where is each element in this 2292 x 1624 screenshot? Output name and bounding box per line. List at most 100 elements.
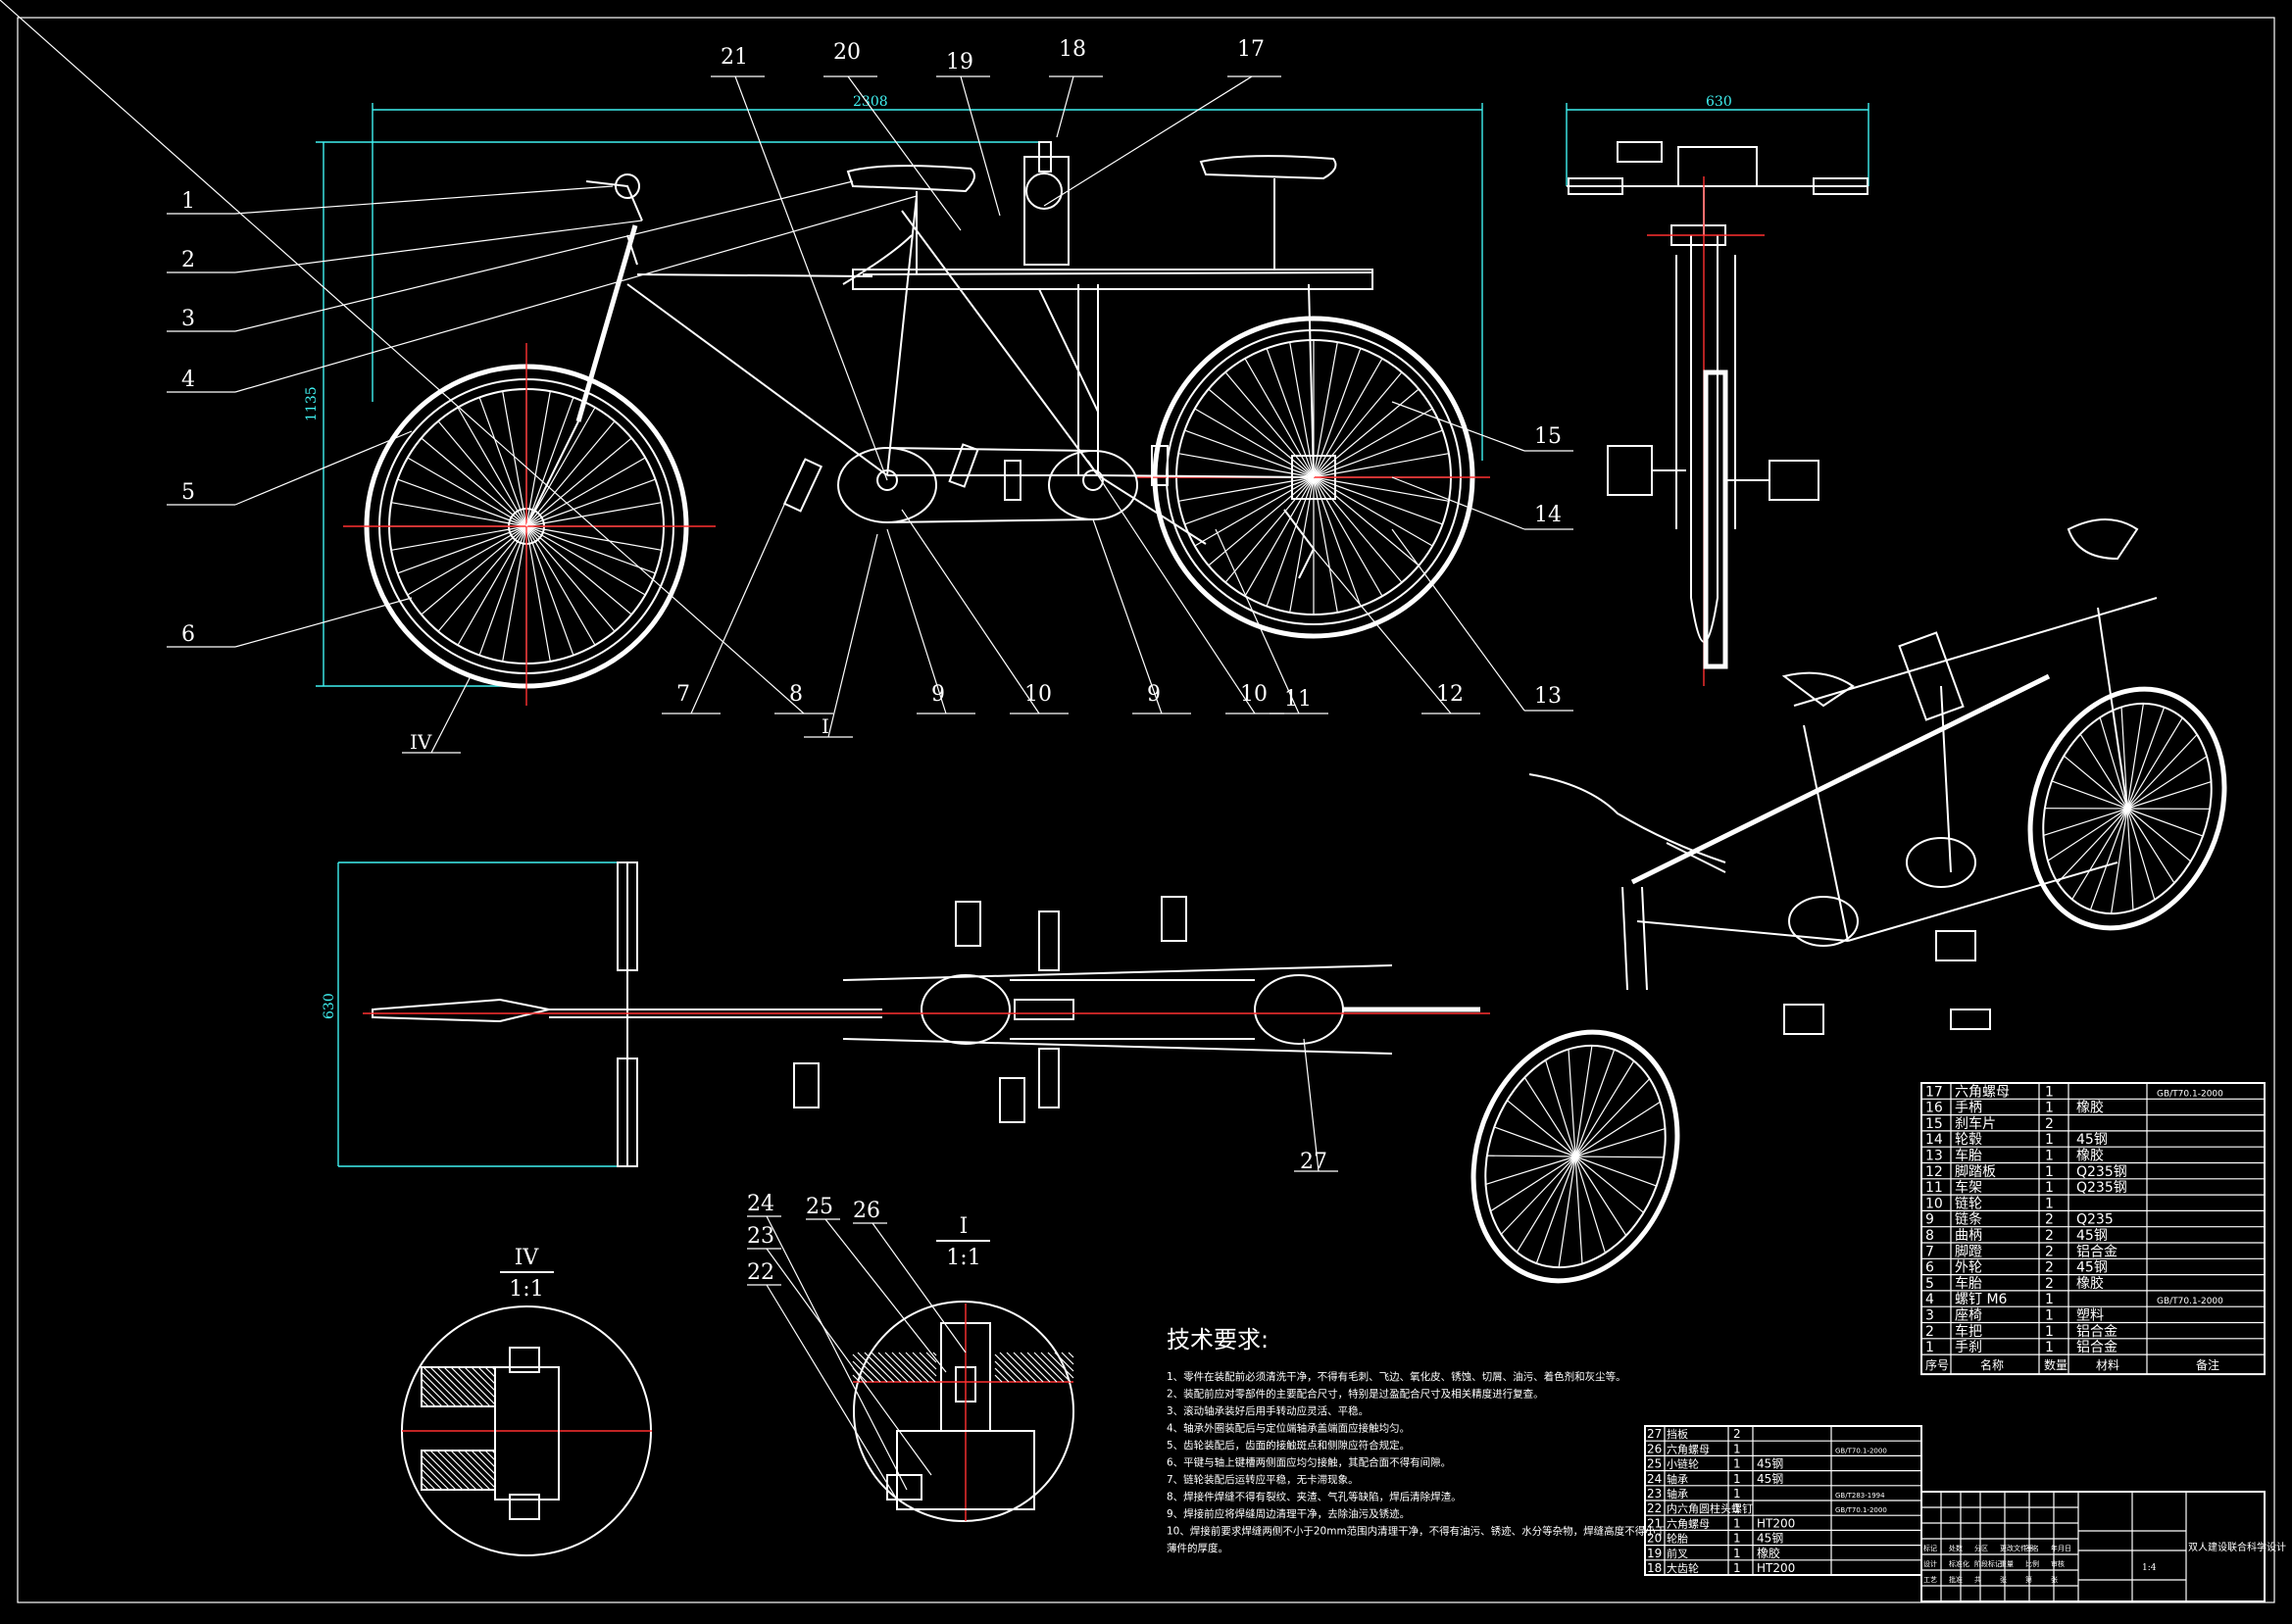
dim-front-width: 630: [1706, 94, 1732, 110]
parts-cell: 轮胎: [1667, 1532, 1688, 1546]
parts-header: 名称: [1980, 1357, 2004, 1372]
part-label: 14: [1534, 503, 1562, 527]
parts-cell: 1: [1733, 1487, 1741, 1501]
parts-cell: 塑料: [2076, 1308, 2104, 1324]
spoke: [2048, 809, 2127, 861]
parts-cell: 车胎: [1955, 1275, 1982, 1292]
parts-cell: 5: [1925, 1276, 1934, 1292]
parts-cell: 10: [1925, 1196, 1943, 1211]
title-cell: 设计: [1923, 1559, 1937, 1568]
parts-cell: GB/T70.1-2000: [1835, 1447, 1887, 1454]
section-mark-iv: IV: [410, 730, 432, 754]
tech-req-line: 4、轴承外圈装配后与定位端轴承盖端面应接触均匀。: [1167, 1422, 1410, 1435]
title-cell: 工艺: [1923, 1576, 1937, 1584]
parts-cell: 19: [1647, 1547, 1662, 1560]
title-cell: 批准: [1949, 1575, 1963, 1584]
parts-cell: 17: [1925, 1084, 1943, 1100]
spoke: [2127, 809, 2191, 861]
part-label: 9: [931, 682, 945, 707]
parts-cell: 45钢: [1757, 1472, 1783, 1486]
tech-req-line: 3、滚动轴承装好后用手转动应灵活、平稳。: [1167, 1404, 1369, 1417]
parts-cell: 2: [2045, 1244, 2054, 1259]
tech-req-line: 7、链轮装配后运转应平稳，无卡滞现象。: [1167, 1473, 1359, 1486]
parts-cell: 1: [2045, 1149, 2054, 1164]
parts-cell: 1: [1733, 1532, 1741, 1546]
parts-cell: 1: [2045, 1196, 2054, 1211]
spoke: [1559, 1156, 1575, 1267]
title-cell: 第: [2025, 1575, 2032, 1584]
front-view: 630: [1567, 94, 1868, 686]
parts-cell: 链轮: [1955, 1196, 1982, 1211]
parts-cell: 1: [1733, 1457, 1741, 1471]
parts-cell: 8: [1925, 1228, 1934, 1244]
title-cell: 年月日: [2051, 1544, 2071, 1552]
isometric-view: [1440, 519, 2257, 1309]
spoke: [2112, 809, 2127, 913]
part-label: 17: [1237, 37, 1265, 62]
detail-iv: IV 1:1: [402, 1246, 652, 1555]
tech-req-line: 10、焊接前要求焊缝两侧不小于20mm范围内清理干净，不得有油污、锈迹、水分等杂…: [1167, 1525, 1666, 1538]
parts-cell: 2: [1733, 1427, 1741, 1441]
spoke: [2127, 704, 2143, 809]
parts-cell: 橡胶: [1757, 1546, 1780, 1560]
parts-cell: 1: [1733, 1547, 1741, 1560]
title-cell: 比例: [2025, 1559, 2039, 1568]
parts-cell: 手柄: [1955, 1101, 1982, 1116]
parts-cell: 1: [2045, 1292, 2054, 1307]
parts-cell: 1: [1733, 1516, 1741, 1530]
parts-cell: 2: [2045, 1260, 2054, 1276]
parts-cell: 45钢: [2076, 1228, 2108, 1244]
dim-overall-height: 1135: [304, 386, 320, 421]
parts-cell: 大齿轮: [1667, 1561, 1699, 1575]
parts-cell: 座椅: [1955, 1308, 1982, 1324]
part-label: 1: [181, 189, 195, 214]
parts-cell: 1: [2045, 1340, 2054, 1355]
parts-cell: 橡胶: [2076, 1100, 2104, 1116]
detail-iv-title: IV: [515, 1246, 540, 1270]
parts-cell: 1: [2045, 1180, 2054, 1196]
parts-cell: 12: [1925, 1164, 1943, 1180]
dim-top-width: 630: [322, 993, 337, 1019]
parts-cell: 前叉: [1667, 1547, 1688, 1560]
part-label: 5: [181, 480, 195, 505]
parts-cell: 1: [1733, 1442, 1741, 1455]
parts-cell: 外轮: [1955, 1260, 1982, 1276]
parts-cell: 45钢: [2076, 1260, 2108, 1276]
parts-cell: 4: [1925, 1292, 1934, 1307]
parts-cell: GB/T283-1994: [1835, 1492, 1885, 1500]
parts-cell: 26: [1647, 1442, 1662, 1455]
parts-cell: 3: [1925, 1308, 1934, 1324]
spoke: [2064, 756, 2127, 809]
parts-cell: 1: [2045, 1132, 2054, 1148]
spoke: [1546, 1060, 1575, 1156]
title-block: 标记处数分区更改文件号签名年月日设计标准化阶段标记重量比例审核工艺批准共张第张双…: [1921, 1492, 2286, 1601]
parts-cell: 刹车片: [1955, 1115, 1996, 1132]
spoke: [1575, 1156, 1657, 1186]
parts-cell: 六角螺母: [1667, 1517, 1710, 1530]
parts-cell: GB/T70.1-2000: [2157, 1297, 2223, 1306]
spoke: [1569, 1050, 1575, 1156]
spoke: [1575, 1102, 1661, 1156]
part-label: 4: [181, 368, 195, 392]
title-cell: 审核: [2051, 1559, 2065, 1568]
spoke: [2052, 781, 2127, 809]
parts-cell: GB/T70.1-2000: [1835, 1506, 1887, 1514]
parts-cell: 2: [2045, 1228, 2054, 1244]
parts-cell: 车架: [1955, 1179, 1982, 1196]
spoke: [1575, 1156, 1605, 1253]
parts-cell: 7: [1925, 1244, 1934, 1259]
parts-cell: 45钢: [2076, 1132, 2108, 1148]
part-label: 8: [789, 682, 803, 707]
tech-req-line: 6、平键与轴上键槽两侧面应均匀接触，其配合面不得有间隙。: [1167, 1456, 1451, 1469]
parts-cell: 车胎: [1955, 1148, 1982, 1164]
part-label: 9: [1147, 682, 1161, 707]
parts-cell: Q235钢: [2076, 1180, 2127, 1196]
parts-cell: HT200: [1757, 1516, 1795, 1530]
part-label: 12: [1436, 682, 1464, 707]
parts-cell: 螺钉 M6: [1955, 1292, 2008, 1307]
detail-i-title: I: [960, 1214, 969, 1239]
parts-cell: 链条: [1955, 1211, 1982, 1228]
part-label: 21: [721, 45, 748, 70]
detail-iv-scale: 1:1: [509, 1277, 543, 1302]
